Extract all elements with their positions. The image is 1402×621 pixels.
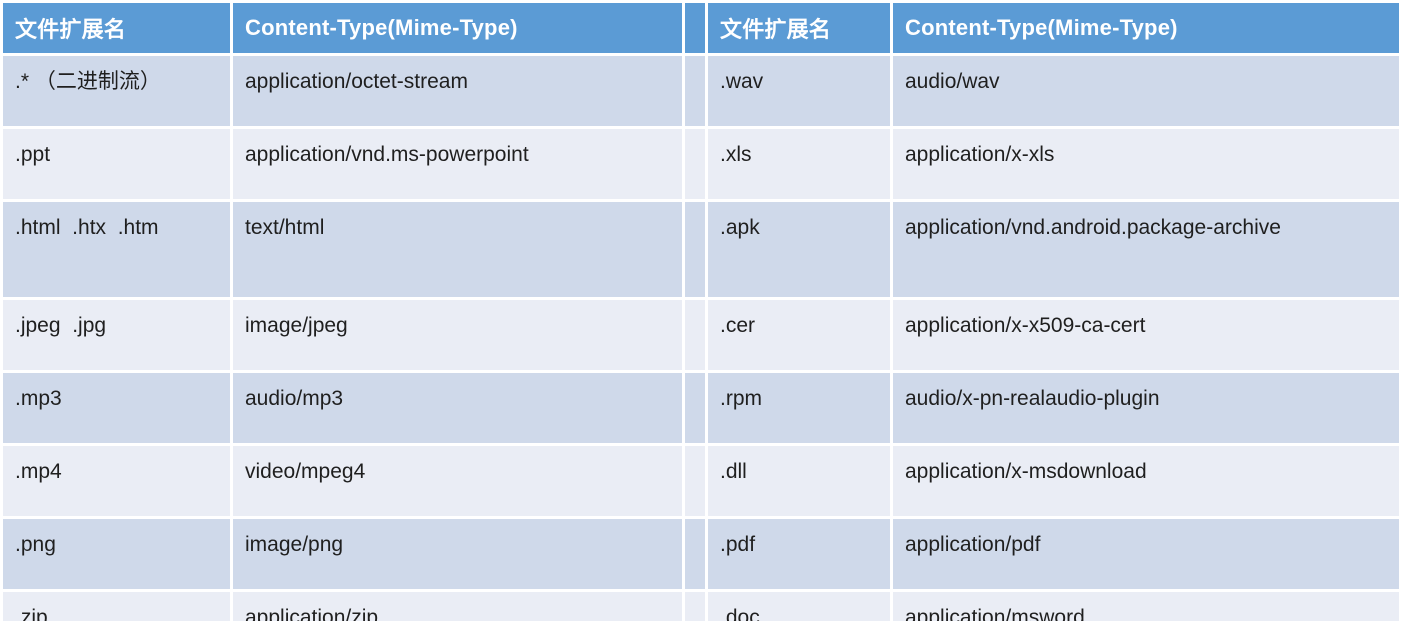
ext-cell-right: .dll: [708, 446, 890, 516]
ext-value-right: .cer: [720, 314, 756, 337]
ext-cell-left: .png: [3, 519, 230, 589]
mime-cell-right: audio/wav: [893, 56, 1399, 126]
mime-value-left: application/vnd.ms-powerpoint: [245, 143, 529, 166]
ext-cell-left: .mp4: [3, 446, 230, 516]
ext-value-left: .mp3: [15, 387, 62, 410]
mime-value-right: audio/wav: [905, 70, 1000, 93]
table-row: .png image/png .pdf application/pdf: [3, 519, 1399, 589]
ext-value-right: .rpm: [720, 387, 762, 410]
mime-cell-left: image/jpeg: [233, 300, 682, 370]
ext-cell-right: .doc: [708, 592, 890, 621]
mime-cell-left: text/html: [233, 202, 682, 297]
table-body: .* （二进制流） application/octet-stream .wav …: [3, 56, 1399, 621]
header-ext-left: 文件扩展名: [3, 3, 230, 53]
ext-cell-left: .ppt: [3, 129, 230, 199]
ext-value-left: .zip: [15, 606, 48, 621]
mime-cell-left: application/vnd.ms-powerpoint: [233, 129, 682, 199]
mime-cell-right: application/msword: [893, 592, 1399, 621]
mime-cell-left: application/octet-stream: [233, 56, 682, 126]
ext-value-left: .html .htx .htm: [15, 216, 159, 239]
table-row: .zip application/zip .doc application/ms…: [3, 592, 1399, 621]
table-header: 文件扩展名 Content-Type(Mime-Type) 文件扩展名 Cont…: [3, 3, 1399, 53]
ext-value-left: .jpeg .jpg: [15, 314, 107, 337]
table-row: .* （二进制流） application/octet-stream .wav …: [3, 56, 1399, 126]
header-mime-right: Content-Type(Mime-Type): [893, 3, 1399, 53]
ext-value-right: .pdf: [720, 533, 756, 556]
mime-value-left: image/png: [245, 533, 344, 556]
ext-cell-left: .html .htx .htm: [3, 202, 230, 297]
mime-cell-left: video/mpeg4: [233, 446, 682, 516]
mime-value-left: application/zip: [245, 606, 379, 621]
spacer-cell: [685, 592, 705, 621]
mime-value-right: application/vnd.android.package-archive: [905, 216, 1281, 239]
mime-cell-right: application/pdf: [893, 519, 1399, 589]
ext-cell-left: .jpeg .jpg: [3, 300, 230, 370]
ext-value-right: .apk: [720, 216, 760, 239]
table-row: .mp4 video/mpeg4 .dll application/x-msdo…: [3, 446, 1399, 516]
ext-value-left: .mp4: [15, 460, 62, 483]
spacer-cell: [685, 300, 705, 370]
spacer-cell: [685, 519, 705, 589]
mime-cell-left: image/png: [233, 519, 682, 589]
mime-cell-right: application/x-xls: [893, 129, 1399, 199]
mime-value-right: application/x-x509-ca-cert: [905, 314, 1146, 337]
spacer-cell: [685, 373, 705, 443]
ext-cell-left: .zip: [3, 592, 230, 621]
mime-value-right: application/msword: [905, 606, 1085, 621]
mime-value-left: image/jpeg: [245, 314, 348, 337]
mime-value-left: text/html: [245, 216, 325, 239]
ext-value-right: .xls: [720, 143, 752, 166]
mime-cell-right: audio/x-pn-realaudio-plugin: [893, 373, 1399, 443]
ext-cell-right: .cer: [708, 300, 890, 370]
ext-cell-left: .mp3: [3, 373, 230, 443]
header-row: 文件扩展名 Content-Type(Mime-Type) 文件扩展名 Cont…: [3, 3, 1399, 53]
mime-cell-right: application/x-x509-ca-cert: [893, 300, 1399, 370]
ext-value-left: .png: [15, 533, 56, 556]
mime-cell-right: application/vnd.android.package-archive: [893, 202, 1399, 297]
ext-value-right: .wav: [720, 70, 764, 93]
spacer-cell: [685, 202, 705, 297]
spacer-cell: [685, 129, 705, 199]
header-mime-left: Content-Type(Mime-Type): [233, 3, 682, 53]
mime-cell-right: application/x-msdownload: [893, 446, 1399, 516]
mime-value-left: application/octet-stream: [245, 70, 468, 93]
ext-cell-right: .apk: [708, 202, 890, 297]
mime-value-left: audio/mp3: [245, 387, 344, 410]
ext-value-left: .* （二进制流）: [15, 70, 161, 93]
ext-cell-right: .wav: [708, 56, 890, 126]
mime-value-right: audio/x-pn-realaudio-plugin: [905, 387, 1160, 410]
ext-cell-right: .xls: [708, 129, 890, 199]
spacer-cell: [685, 446, 705, 516]
ext-cell-right: .rpm: [708, 373, 890, 443]
mime-value-right: application/x-xls: [905, 143, 1055, 166]
ext-value-right: .dll: [720, 460, 747, 483]
table-row: .html .htx .htm text/html .apk applicati…: [3, 202, 1399, 297]
ext-cell-left: .* （二进制流）: [3, 56, 230, 126]
mime-value-right: application/pdf: [905, 533, 1041, 556]
mime-value-left: video/mpeg4: [245, 460, 366, 483]
table-row: .ppt application/vnd.ms-powerpoint .xls …: [3, 129, 1399, 199]
table-row: .jpeg .jpg image/jpeg .cer application/x…: [3, 300, 1399, 370]
ext-value-left: .ppt: [15, 143, 51, 166]
header-ext-right: 文件扩展名: [708, 3, 890, 53]
mime-cell-left: application/zip: [233, 592, 682, 621]
spacer-cell: [685, 56, 705, 126]
ext-value-right: .doc: [720, 606, 760, 621]
mime-cell-left: audio/mp3: [233, 373, 682, 443]
mime-value-right: application/x-msdownload: [905, 460, 1147, 483]
header-spacer: [685, 3, 705, 53]
table-row: .mp3 audio/mp3 .rpm audio/x-pn-realaudio…: [3, 373, 1399, 443]
ext-cell-right: .pdf: [708, 519, 890, 589]
